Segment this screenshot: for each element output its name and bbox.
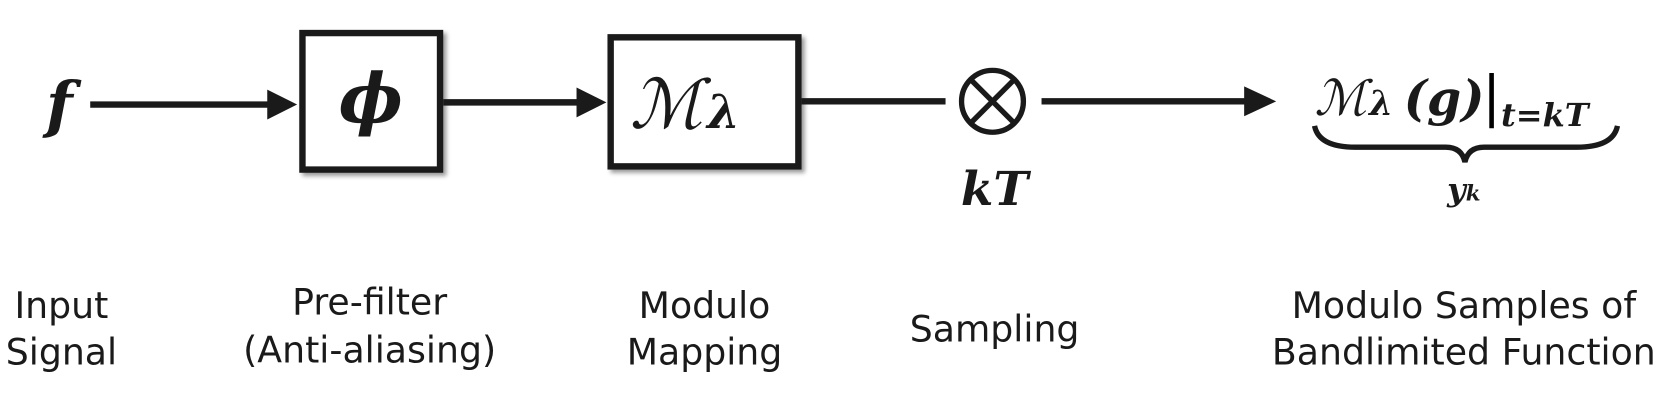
label-output-line1: Modulo Samples of: [1292, 284, 1638, 327]
prefilter-symbol: ϕ: [339, 60, 403, 140]
arrow-prefilter-to-modulo: [443, 87, 607, 118]
input-symbol: f: [42, 68, 82, 141]
label-input-line1: Input: [14, 284, 108, 327]
label-modulo-line2: Mapping: [627, 331, 783, 374]
sampler-multiply-icon: [958, 67, 1027, 135]
label-sampling: Sampling: [910, 307, 1080, 350]
arrow-sampler-to-output: [1041, 86, 1277, 117]
sampling-period: kT: [961, 162, 1032, 217]
arrow-input-to-prefilter: [90, 89, 298, 120]
underbrace: [1311, 125, 1621, 163]
prefilter-block: ϕ: [299, 29, 444, 173]
output-brace-label: yk: [1446, 171, 1480, 209]
label-output-line2: Bandlimited Function: [1272, 331, 1656, 374]
label-prefilter-line1: Pre-filter: [292, 281, 447, 324]
label-prefilter-line2: (Anti-aliasing): [243, 329, 496, 372]
modulo-block: ℳλ: [607, 34, 802, 170]
output-expression: ℳλ(g)|t=kT: [1315, 65, 1591, 134]
label-modulo-line1: Modulo: [639, 284, 771, 327]
modulo-operator: ℳλ: [630, 66, 740, 145]
label-input-line2: Signal: [6, 331, 117, 374]
